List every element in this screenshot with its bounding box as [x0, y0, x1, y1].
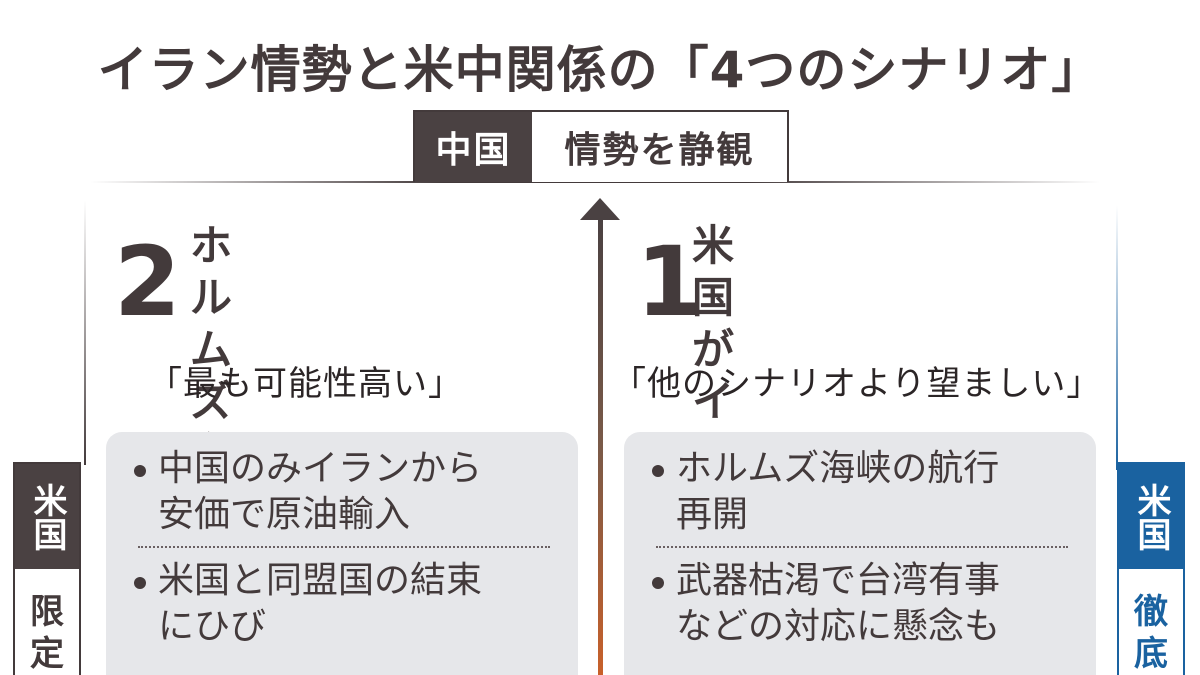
top-axis-stance: 情勢を静観 — [564, 130, 755, 171]
horizontal-axis-line — [90, 181, 1100, 183]
bullet-icon — [646, 558, 676, 650]
right-frame-line — [1116, 205, 1118, 470]
diagram-title: イラン情勢と米中関係の「4つのシナリオ」 — [97, 41, 1103, 99]
scenario-quote: 「他のシナリオより望ましい」 — [612, 364, 1102, 404]
scenario-quote: 「最も可能性高い」 — [148, 364, 463, 404]
left-frame-line — [84, 200, 86, 465]
dotted-divider — [138, 546, 550, 548]
scenario-number: 2 — [114, 226, 181, 338]
bullet-icon — [646, 446, 676, 538]
right-axis-stance: 徹 底 — [1119, 569, 1183, 675]
dotted-divider — [656, 546, 1068, 548]
scenario-points-box: ホルムズ海峡の航行 再開 武器枯渇で台湾有事 などの対応に懸念も — [624, 432, 1096, 675]
left-axis-label: 米国 限 定 — [13, 462, 81, 675]
list-item: 米国と同盟国の結束 にひび — [128, 558, 560, 650]
right-axis-actor: 米国 — [1119, 464, 1183, 569]
list-item: 武器枯渇で台湾有事 などの対応に懸念も — [646, 558, 1078, 650]
bullet-icon — [128, 446, 158, 538]
top-axis-label: 中国 情勢を静観 — [413, 110, 789, 182]
bullet-icon — [128, 558, 158, 650]
top-axis-actor: 中国 — [415, 112, 532, 182]
left-axis-stance: 限 定 — [15, 569, 79, 675]
left-axis-actor: 米国 — [15, 464, 79, 569]
vertical-axis-arrow — [598, 218, 603, 675]
right-axis-label: 米国 徹 底 — [1117, 462, 1185, 675]
scenario-points-box: 中国のみイランから 安価で原油輸入 米国と同盟国の結束 にひび — [106, 432, 578, 675]
scenario-number: 1 — [636, 226, 703, 338]
list-item: ホルムズ海峡の航行 再開 — [646, 446, 1078, 538]
arrow-up-icon — [580, 198, 620, 220]
list-item: 中国のみイランから 安価で原油輸入 — [128, 446, 560, 538]
